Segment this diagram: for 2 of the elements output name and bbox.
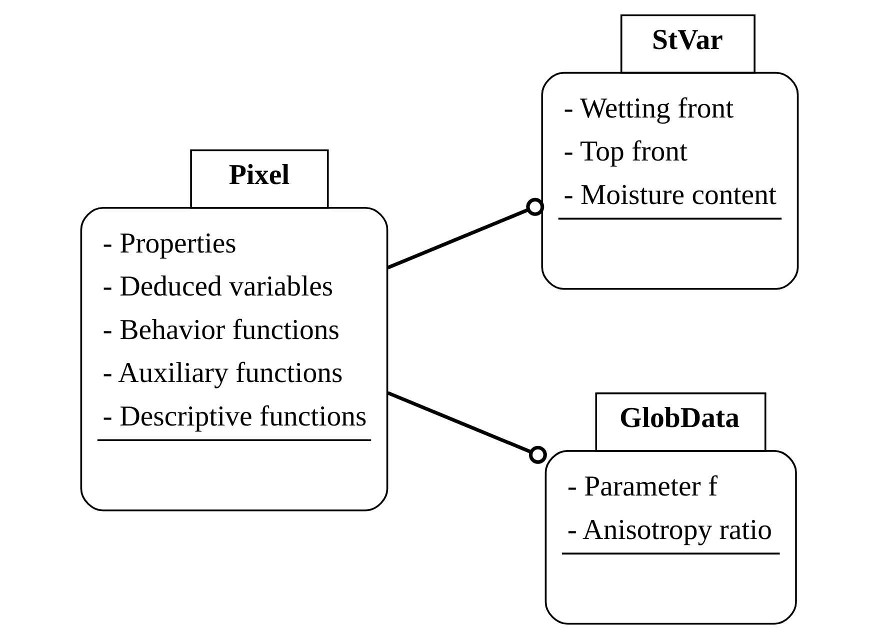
connector	[387, 391, 547, 464]
connector	[387, 198, 544, 270]
